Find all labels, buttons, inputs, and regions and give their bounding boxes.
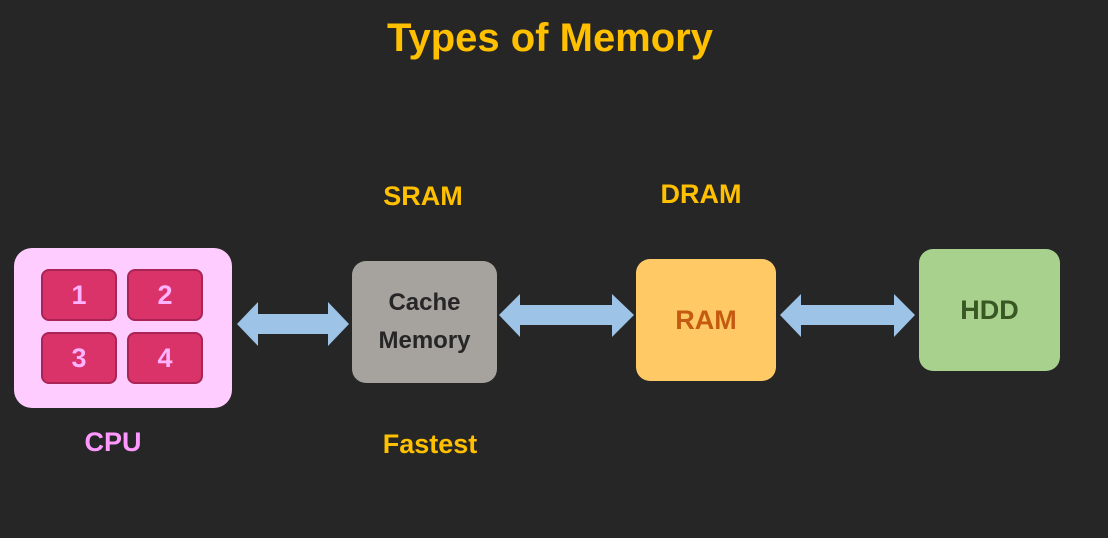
arrow-cache-ram xyxy=(499,294,634,337)
cpu-core-2: 2 xyxy=(127,269,203,321)
cache-label-line-1: Cache xyxy=(388,289,461,316)
ram-label: RAM xyxy=(675,304,737,335)
diagram-title: Types of Memory xyxy=(387,16,713,60)
ram-box: RAM xyxy=(636,259,776,381)
hdd-box: HDD xyxy=(919,249,1060,371)
fastest-label: Fastest xyxy=(382,429,478,459)
arrow-ram-hdd xyxy=(780,294,915,337)
dram-label: DRAM xyxy=(660,179,742,209)
sram-label: SRAM xyxy=(383,181,463,211)
cache-memory-box: Cache Memory xyxy=(352,261,497,383)
hdd-label: HDD xyxy=(960,294,1019,325)
cpu-box: 1 2 3 4 xyxy=(14,248,232,408)
cpu-core-1: 1 xyxy=(41,269,117,321)
arrow-cpu-cache xyxy=(237,302,349,346)
cpu-core-4: 4 xyxy=(127,332,203,384)
cache-memory-label: Cache Memory xyxy=(378,284,470,360)
cache-label-line-2: Memory xyxy=(378,327,471,354)
cpu-label: CPU xyxy=(84,427,142,457)
cpu-core-3: 3 xyxy=(41,332,117,384)
